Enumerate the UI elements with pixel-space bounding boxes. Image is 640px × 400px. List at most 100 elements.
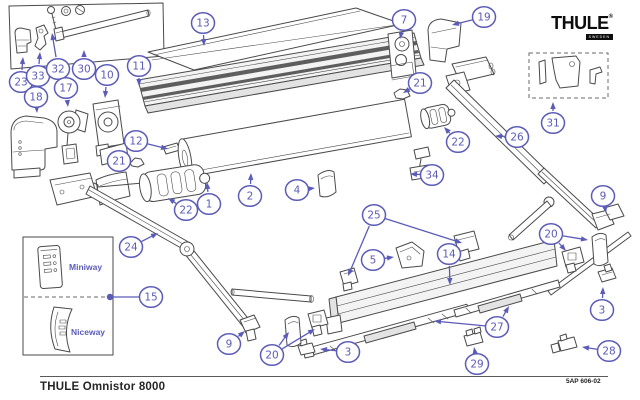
callout-23: 23 [8, 57, 34, 94]
footer-rule [40, 376, 608, 377]
left-rafter-tube [230, 288, 314, 303]
callout-20: 20 [259, 329, 315, 367]
part-28-clip [550, 333, 578, 354]
svg-text:14: 14 [442, 249, 456, 261]
part-11-case-profile [137, 32, 425, 114]
part-5-wall-bracket [395, 241, 425, 269]
callout-9: 9 [216, 331, 245, 356]
svg-text:25: 25 [367, 210, 380, 222]
callout-21: 21 [106, 149, 133, 173]
callout-33: 33 [25, 52, 51, 88]
callout-13: 13 [190, 11, 216, 46]
part-20-bracket-right [561, 246, 585, 274]
thule-logo-text: THULE [551, 13, 609, 33]
svg-text:9: 9 [600, 191, 607, 203]
svg-text:10: 10 [100, 70, 113, 82]
callout-20: 20 [538, 222, 588, 251]
part-20-bracket-left [307, 309, 329, 337]
svg-text:11: 11 [132, 61, 145, 73]
part-22-spring-barrel-left [93, 164, 211, 203]
part-7-gear-head [387, 29, 417, 81]
part-9-right-arm-foot [591, 203, 625, 231]
part-18-motor-housing [10, 115, 58, 179]
callout-34: 34 [410, 163, 445, 187]
legend-label-miniway: Miniway [69, 262, 102, 272]
part-3-clamp-right [597, 263, 617, 283]
svg-text:31: 31 [546, 118, 559, 130]
right-rafter-tube [508, 200, 552, 241]
callout-1: 1 [196, 182, 222, 216]
niceway-remote [50, 306, 73, 353]
part-20-flap-right [591, 232, 609, 267]
part-27-support-leg-right [453, 231, 632, 318]
svg-text:28: 28 [602, 346, 615, 358]
part-22-spring-barrel-right [420, 103, 456, 130]
legend-label-niceway: Niceway [71, 327, 105, 337]
svg-text:1: 1 [206, 199, 213, 211]
svg-text:17: 17 [59, 83, 72, 95]
callout-22: 22 [444, 127, 471, 154]
svg-text:18: 18 [29, 92, 42, 104]
callout-14: 14 [436, 242, 462, 285]
part-24-left-arm [49, 172, 255, 332]
small-parts-box [8, 2, 165, 70]
callout-21: 21 [403, 71, 433, 95]
part-4-fabric-clip [317, 170, 337, 198]
svg-text:3: 3 [345, 347, 352, 359]
svg-text:22: 22 [451, 137, 464, 149]
svg-text:3: 3 [599, 305, 606, 317]
part-29-clip [463, 326, 484, 347]
callout-24: 24 [118, 233, 158, 259]
part-19-end-cover [427, 18, 462, 63]
svg-text:20: 20 [265, 350, 278, 362]
svg-text:33: 33 [31, 71, 44, 83]
svg-text:32: 32 [51, 64, 64, 76]
legend-box-remotes: Miniway Niceway [22, 236, 114, 356]
thule-logo-sweden: SWEDEN [585, 34, 613, 40]
callout-25: 25 [348, 203, 462, 276]
thule-logo: THULE® SWEDEN [541, 14, 613, 40]
miniway-remote [37, 244, 63, 290]
part-31-hardware-kit-box [528, 52, 609, 99]
svg-text:7: 7 [401, 15, 408, 27]
part-14-lead-rail [325, 239, 558, 335]
callout-22: 22 [168, 198, 199, 222]
callout-17: 17 [53, 76, 79, 107]
callout-9: 9 [590, 184, 616, 213]
callout-12: 12 [123, 129, 168, 153]
svg-text:27: 27 [490, 322, 503, 334]
svg-text:29: 29 [470, 359, 483, 371]
svg-text:19: 19 [477, 12, 490, 24]
svg-text:2: 2 [247, 191, 254, 203]
footer-title: THULE Omnistor 8000 [40, 381, 166, 393]
callout-15: 15 [106, 285, 164, 309]
part-25-clip-a [339, 267, 359, 292]
svg-text:26: 26 [510, 132, 524, 144]
callout-5: 5 [360, 248, 394, 272]
svg-text:4: 4 [294, 185, 301, 197]
callout-3: 3 [589, 287, 615, 322]
svg-text:23: 23 [14, 77, 27, 89]
part-9-left-arm-foot [239, 314, 261, 342]
callout-11: 11 [126, 54, 152, 86]
svg-text:21: 21 [413, 78, 426, 90]
callout-29: 29 [464, 347, 490, 376]
svg-text:13: 13 [196, 18, 209, 30]
svg-text:30: 30 [77, 64, 90, 76]
part-2-roller-tube [177, 98, 412, 178]
callout-31: 31 [540, 102, 566, 135]
callout-26: 26 [495, 125, 530, 149]
svg-text:21: 21 [112, 156, 125, 168]
callout-2: 2 [237, 173, 263, 208]
callout-18: 18 [23, 85, 49, 113]
part-17-gearbox [57, 109, 89, 165]
svg-text:12: 12 [129, 136, 142, 148]
part-3-clamp-left [297, 338, 316, 356]
part-20-flap-left [284, 315, 302, 348]
callout-4: 4 [284, 178, 315, 202]
svg-text:5: 5 [370, 255, 377, 267]
svg-text:34: 34 [425, 170, 439, 182]
